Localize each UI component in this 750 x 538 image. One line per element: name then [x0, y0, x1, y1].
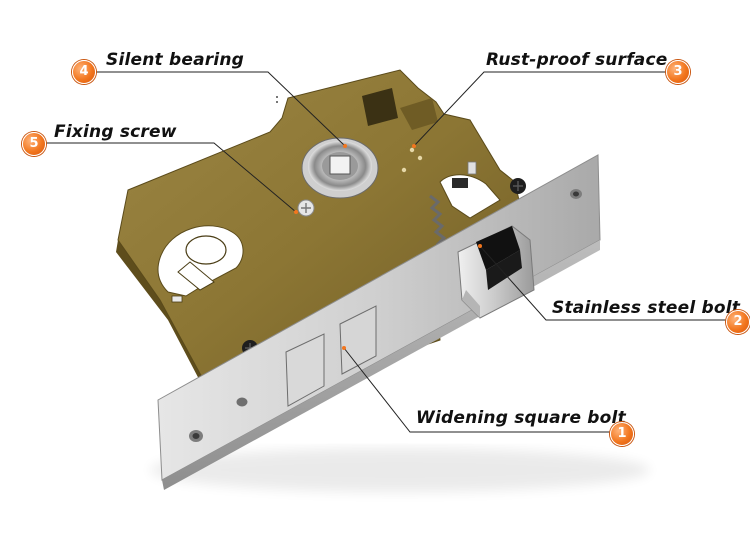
stainless-steel-bolt	[457, 225, 535, 319]
spring	[429, 161, 477, 252]
badge-5: 5	[22, 132, 46, 156]
leader-lines	[46, 71, 730, 433]
label-fixing-screw: Fixing screw	[54, 122, 177, 142]
badge-4: 4	[72, 60, 96, 84]
label-widening-square-bolt: Widening square bolt	[416, 408, 626, 428]
label-silent-bearing: Silent bearing	[106, 50, 245, 70]
badge-3: 3	[666, 60, 690, 84]
speck	[276, 101, 278, 103]
silent-bearing	[301, 137, 379, 199]
badge-2: 2	[726, 310, 750, 334]
label-stainless-steel-bolt: Stainless steel bolt	[552, 298, 741, 318]
speck	[276, 96, 278, 98]
badge-1: 1	[610, 422, 634, 446]
label-rust-proof-surface: Rust-proof surface	[486, 50, 668, 70]
product-shadow	[150, 448, 650, 492]
